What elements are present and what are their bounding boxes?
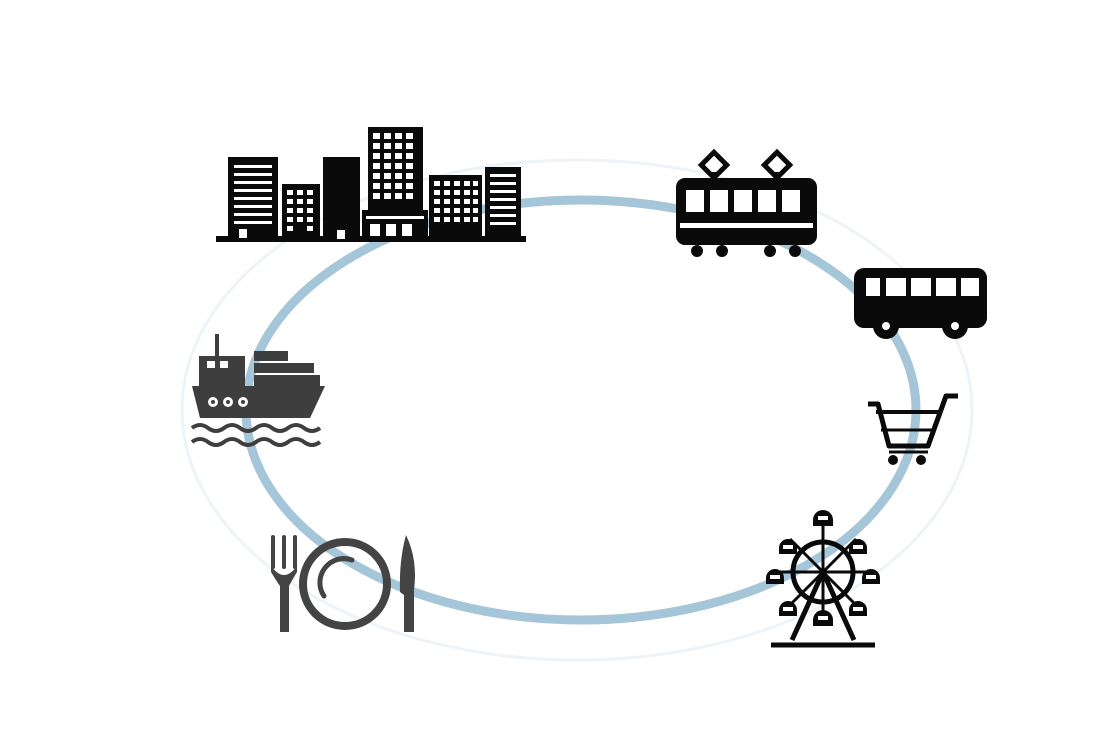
dining-icon	[271, 535, 415, 632]
shopping-cart-icon	[868, 393, 958, 465]
city-buildings-icon	[216, 127, 526, 242]
cargo-ship-icon	[190, 334, 325, 447]
ring-halo	[180, 158, 974, 662]
tram-icon	[676, 148, 817, 257]
bus-icon	[854, 268, 987, 339]
ferris-wheel-icon	[766, 510, 880, 648]
